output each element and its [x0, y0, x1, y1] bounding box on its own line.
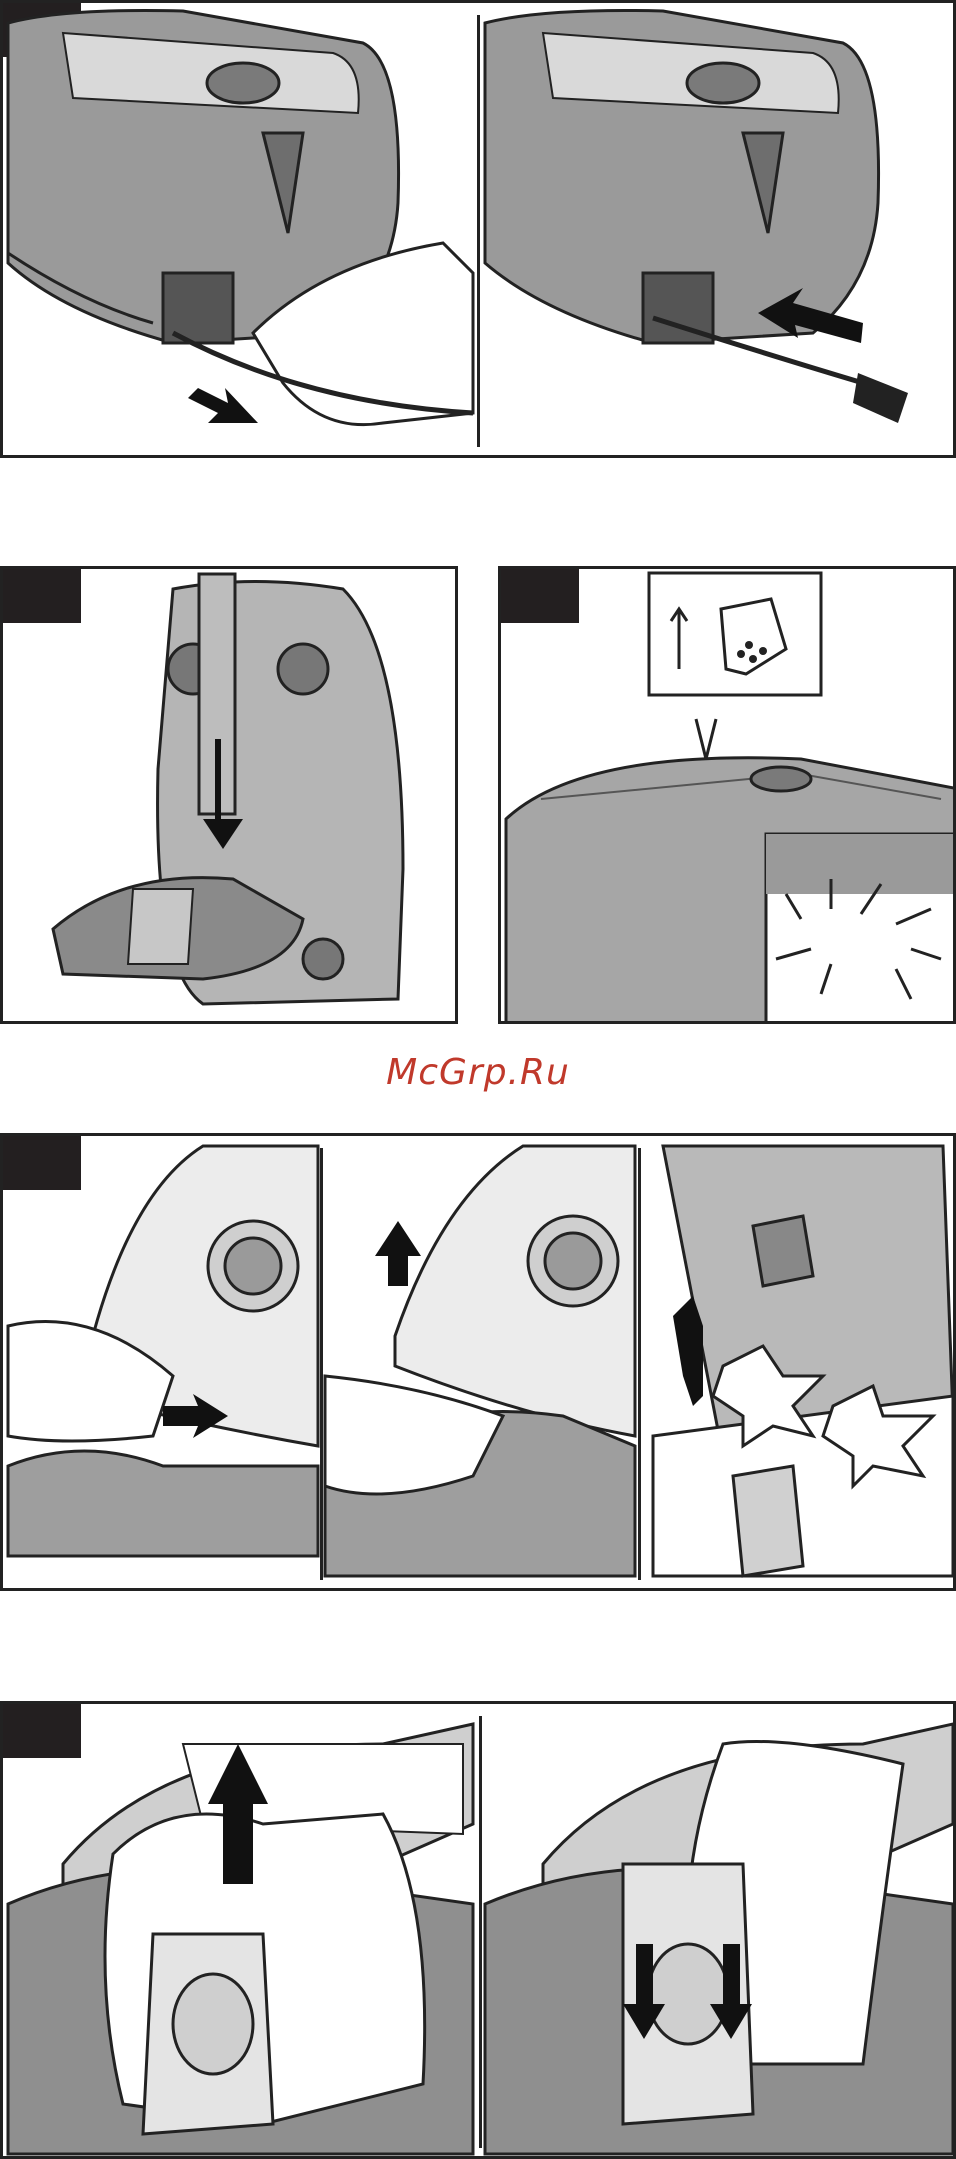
- cord-illustration: [3, 3, 956, 458]
- filter-illustration: [501, 569, 956, 1024]
- panel-park: [0, 566, 458, 1024]
- vacuum-body-right: [485, 11, 879, 344]
- open-lid-illustration: [3, 1136, 956, 1591]
- park-illustration: [3, 569, 458, 1024]
- panel-bag-change: [0, 1701, 956, 2159]
- panel-cord: [0, 0, 956, 458]
- watermark-text: McGrp.Ru: [0, 1052, 956, 1093]
- bag-change-illustration: [3, 1704, 956, 2159]
- panel-filter-indicator: [498, 566, 956, 1024]
- panel-open-lid: [0, 1133, 956, 1591]
